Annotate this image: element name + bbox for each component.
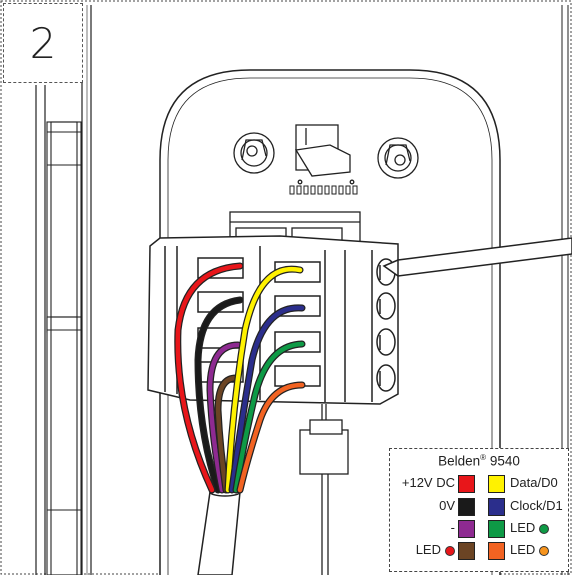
door-hinges [46,121,82,575]
cable-model: 9540 [489,453,520,469]
legend-left-text: - [450,520,455,535]
legend-right-label: Data/D0 [510,475,558,490]
legend-left-label: LED [416,542,455,557]
led-indicator-icon [539,545,550,556]
legend-row: +12V DC Data/D0 [390,475,568,493]
legend-row: 0V Clock/D1 [390,498,568,516]
latch-bracket [299,404,349,575]
legend-left-text: 0V [439,498,455,513]
legend-right-swatch [488,475,505,493]
mounting-screw-right [377,137,419,179]
legend-left-label: 0V [439,498,455,513]
legend-left-text: LED [415,542,441,557]
registered-mark: ® [480,453,487,462]
legend-right-swatch [488,498,505,516]
step-number: 2 [29,18,57,68]
legend-right-text: LED [510,542,536,557]
legend-right-label: LED [510,542,550,557]
wire-bundle [174,262,306,494]
wire [195,297,243,493]
plate-inner-edge [167,77,493,575]
legend-left-swatch [458,520,475,538]
wire [233,341,305,493]
legend-right-label: Clock/D1 [510,498,563,513]
wire [229,305,305,493]
legend-left-swatch [458,498,475,516]
legend-right-swatch [488,542,505,560]
legend-right-text: LED [510,520,536,535]
legend-left-swatch [458,475,475,493]
door-frame [35,5,92,575]
cable-brand: Belden [438,453,481,469]
legend-row: - LED [390,520,568,538]
led-indicator-icon [539,523,550,534]
legend-left-label: +12V DC [402,475,455,490]
legend-right-text: Clock/D1 [510,498,563,513]
wire [207,342,241,493]
tamper-switch [294,124,355,185]
legend-right-label: LED [510,520,550,535]
wire [215,375,239,493]
legend-left-label: - [451,520,455,535]
mounting-screw-left [233,132,275,174]
step-number-box: 2 [3,3,83,83]
screwdriver [382,237,572,277]
wire [237,382,305,493]
legend-row: LED LED [390,542,568,560]
legend-left-swatch [458,542,475,560]
legend-left-text: +12V DC [401,475,455,490]
led-indicator-icon [445,545,455,556]
legend-right-text: Data/D0 [510,475,558,490]
legend-right-swatch [488,520,505,538]
wire [225,266,303,493]
contact-pins [289,185,358,195]
legend-title: Belden® 9540 [390,453,568,469]
wire [175,263,243,493]
